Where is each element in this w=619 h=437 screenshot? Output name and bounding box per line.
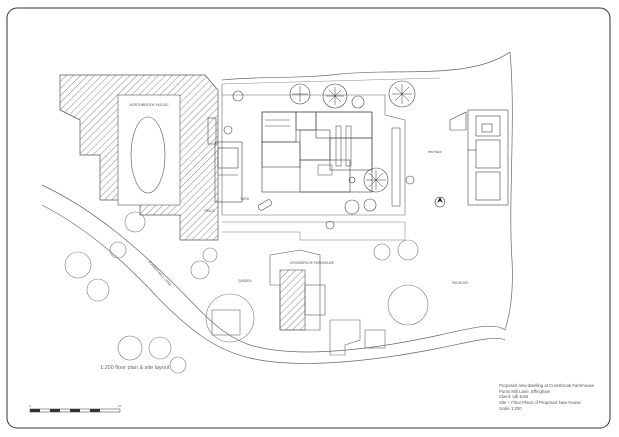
scale-bar-tick-10: 10 <box>118 404 122 408</box>
paddock-label: PADDOCK <box>452 281 469 285</box>
crossbrook-farmhouse-label: CROSSBROOK FARMHOUSE <box>290 261 334 265</box>
scale-bar: 0 10 <box>29 404 122 413</box>
first-floor-label: first floor <box>428 150 443 154</box>
title-block: Proposed new dwelling at Crossbrook Farm… <box>499 383 615 412</box>
sheet-border <box>6 7 611 429</box>
proposed-house-plan <box>261 111 373 193</box>
road-trees <box>64 211 429 374</box>
garage <box>207 117 243 203</box>
northbrook-house: NORTHBROOK HOUSE <box>59 74 219 241</box>
purris-mill-lane-label: PURRIS MILL LANE <box>147 260 172 288</box>
parked-car <box>257 199 273 211</box>
title-line-1: Proposed new dwelling at Crossbrook Farm… <box>499 383 595 388</box>
north-boundary-inner <box>221 77 441 85</box>
garden-label: GARDEN <box>238 279 252 283</box>
title-line-4: Site + Floor Plans of Proposed New House <box>499 400 581 406</box>
tree-spokes <box>292 84 412 190</box>
title-line-3: Client: Ulli East <box>499 394 529 400</box>
northbrook-courtyard-oval <box>130 116 166 194</box>
garden-outbuildings <box>211 309 386 356</box>
scale-bar-tick-0: 0 <box>29 404 31 408</box>
purris-mill-lane: PURRIS MILL LANE <box>41 184 506 364</box>
northbrook-house-label: NORTHBROOK HOUSE <box>129 103 169 107</box>
title-line-2: Purris Mill Lane, Effingham <box>499 388 551 394</box>
crossbrook-farmhouse: CROSSBROOK FARMHOUSE <box>269 249 334 331</box>
site-boundary <box>221 84 406 216</box>
yard-label: YARD <box>240 197 250 201</box>
track-label: TRACK <box>204 209 216 213</box>
south-yard-boundary <box>222 221 406 241</box>
site-trees <box>223 80 416 230</box>
title-line-5: Scale 1:200 <box>499 405 522 411</box>
boundary-fence <box>391 127 401 207</box>
north-boundary-line <box>221 51 511 81</box>
north-arrow-icon <box>434 196 446 208</box>
east-boundary-line <box>504 51 513 331</box>
first-floor-plan <box>449 109 509 206</box>
drawing-caption: 1:200 floor plan & site layout <box>100 365 170 371</box>
